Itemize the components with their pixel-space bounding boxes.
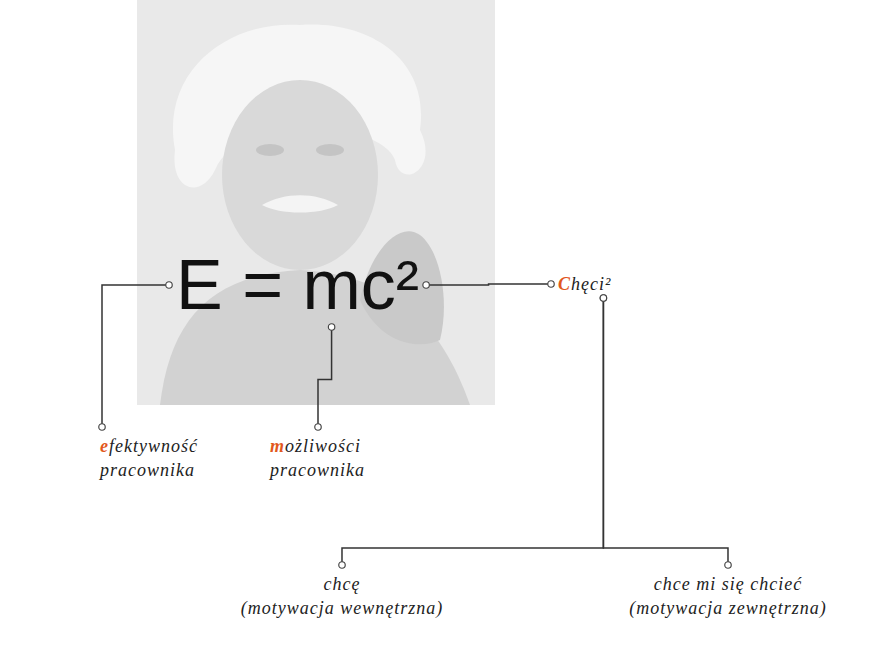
motivation-text: chce mi się chcieć(motywacja zewnętrzna) [629,572,826,620]
leader-connector [603,298,728,565]
factor-text: możliwości pracownika [270,434,395,482]
node-text: Chęci² [558,272,611,296]
node-text: chce mi się chcieć [629,572,826,596]
leader-connector [342,298,603,565]
formula: E = mc² [176,245,419,325]
node-text: efektywność pracownika [100,434,225,482]
eye [316,144,344,156]
leader-connector [102,285,169,427]
face [222,80,378,270]
photo-ground [137,0,495,405]
eye [256,144,284,156]
node-text: chcę [241,572,443,596]
node-text: E = mc² [176,245,419,325]
moustache [262,195,338,212]
leader-connector [426,284,551,285]
factor-text: Chęci² [558,272,611,296]
node-text: (motywacja wewnętrzna) [241,596,443,620]
node-text: możliwości pracownika [270,434,395,482]
factor-text: efektywność pracownika [100,434,225,482]
node-text: (motywacja zewnętrzna) [629,596,826,620]
leader-connector [318,327,332,427]
motivation-text: chcę(motywacja wewnętrzna) [241,572,443,620]
